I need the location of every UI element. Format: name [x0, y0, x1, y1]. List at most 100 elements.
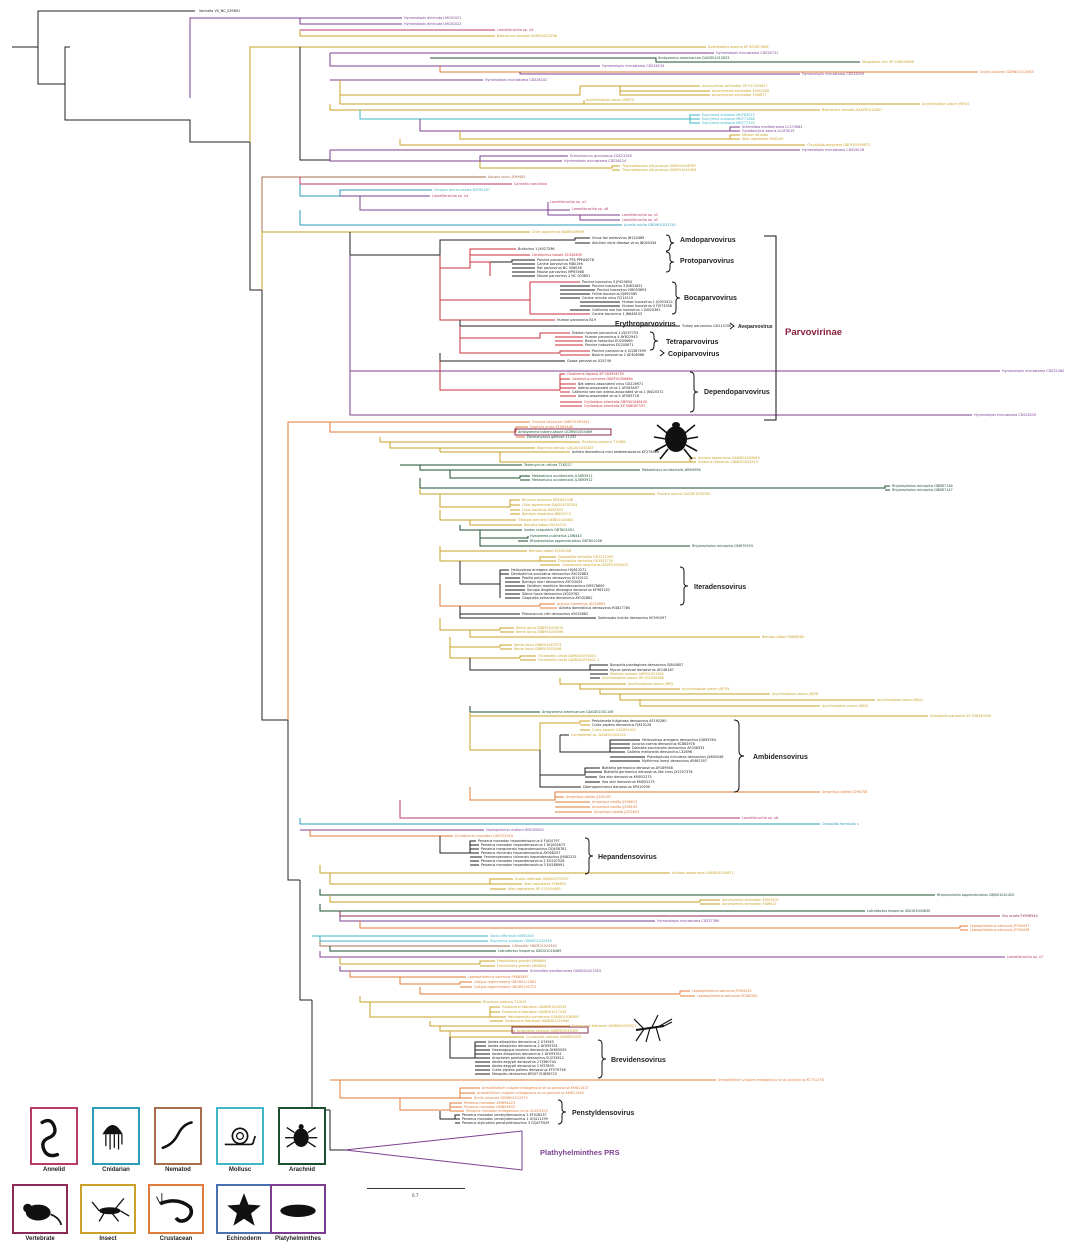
- tip-label: Lixus halsticus KA82053: [522, 508, 563, 512]
- brevi-bracket: [597, 1039, 607, 1079]
- tip-label: Metaseiulus occidentalis J8994956: [642, 468, 701, 472]
- label-iteradensovirus: Iteradensovirus: [694, 584, 746, 591]
- tip-label: Aedes albopictus densovirus 1 AY095351: [492, 1052, 562, 1056]
- tip-label: Anopheles gambiae densovirus EU233812: [492, 1056, 564, 1060]
- tip-label: Dikerogammarus densovirus KP410290: [583, 785, 650, 789]
- pensty-branch: [339, 1080, 480, 1099]
- tip-label: Baphelia annular GACX01033387: [537, 446, 594, 450]
- top-branch: [329, 104, 820, 111]
- denso-branch: [459, 606, 596, 619]
- top-branch: [619, 86, 710, 96]
- itera-branch: [439, 551, 560, 566]
- tip-label: Hymenolepis microstoma CDS31080: [1002, 369, 1064, 373]
- denso-branch: [439, 546, 527, 552]
- clade-brackets: [557, 234, 777, 1125]
- tip-label: Porcine parvovirus 4 GQ387499: [592, 349, 646, 353]
- legend-box-crustacean: [148, 1184, 204, 1234]
- tip-label: Hymenolepis microstoma CDS26134: [602, 64, 664, 68]
- ave-bracket: [729, 322, 735, 330]
- tip-label: Kerria lacca GBBY01003015: [516, 626, 563, 630]
- tip-label: Adeno-associated virus 5 AF085716: [578, 394, 639, 398]
- legend-box-echinoderm: [216, 1184, 272, 1234]
- top-branch: [359, 110, 700, 124]
- tip-label: Porcine bocavirus 3 JN831651: [592, 284, 643, 288]
- highlight-box-brevi: [511, 1026, 589, 1034]
- copi-bracket: [659, 349, 665, 357]
- dependo-branch: [439, 353, 565, 362]
- brevi-branch: [359, 996, 481, 1003]
- outgroup-label: Varicella VS_NC_039891: [199, 9, 240, 13]
- tip-label: Sus scrofa FX996544: [1002, 914, 1038, 918]
- annelid-branch: [340, 195, 620, 216]
- tip-label: Scolia clathrata GAYB01079307: [515, 877, 569, 881]
- denso-branch: [439, 618, 760, 638]
- tip-label: Bufavirus 1 JX027296: [518, 247, 555, 251]
- tip-label: Ambyomma americanum GAGD01012833: [658, 56, 729, 60]
- tip-label: Lepeophtheirus salmonis FK883467: [468, 975, 529, 979]
- tip-label: Echinococcus granulosus CDS23158: [570, 154, 632, 158]
- denso-branch: [459, 525, 690, 547]
- tip-label: Drosophila sechellia GK3321729: [558, 559, 613, 563]
- pensty-branch: [399, 1098, 464, 1112]
- label-hepandensovirus: Hepandensovirus: [598, 854, 657, 861]
- legend-box-arachnid: [278, 1107, 326, 1165]
- hepan-branch: [339, 916, 655, 922]
- tip-label: Aedes albopictus densovirus 2 X74945: [488, 1040, 554, 1044]
- tip-label: Atta cephalotes XP 012054489: [508, 887, 561, 891]
- tip-label: Penaeus monodon hepandensovirus 4 FJ4107…: [478, 839, 560, 843]
- tip-label: Thaumetopoea pityocampa GBXF01048787: [621, 164, 696, 168]
- denso-branch: [439, 510, 522, 526]
- tip-label: Bombyx mori densovirus AY033435: [522, 580, 582, 584]
- tip-label: Drosophila paranella XP 038440940: [930, 714, 991, 718]
- tip-label: Liflmadler HBCR01024440: [512, 944, 557, 948]
- legend-label-arachnid: Arachnid: [288, 1167, 315, 1173]
- denso-branch: [469, 658, 608, 679]
- tip-label: Armadillidium vulgare endogenous virus p…: [482, 1086, 589, 1090]
- tip-label: Mouse parvovirus 2 NC 003891: [537, 274, 590, 278]
- brevi-branch: [329, 946, 496, 952]
- label-brevidensovirus: Brevidensovirus: [611, 1057, 666, 1064]
- legend-box-platyhelminthes: [270, 1184, 326, 1234]
- rat-icon: [23, 1203, 63, 1226]
- tip-label: Penaeus monodon penstyldensovirus 2 EF02…: [462, 1113, 547, 1117]
- annelid-branch: [299, 177, 512, 185]
- tip-label: Acyrthosiphon pisum J9JM75: [586, 98, 634, 102]
- label-amdoparvovirus: Amdoparvovirus: [680, 237, 736, 244]
- top-branch: [459, 131, 740, 140]
- tip-label: Penaeus monodon hepandensovirus 3 EU5889…: [481, 863, 564, 867]
- tip-label: Ozobrutus dayana XP 004934705: [567, 372, 624, 376]
- tip-label: Hymenolepis microstoma CDS26229: [974, 413, 1036, 417]
- legend-label-mollusc: Mollusc: [228, 1167, 252, 1173]
- tip-label: Scylla olivacea GDRN01012074: [474, 1096, 528, 1100]
- tip-label: Hyalomma pulchellus L3IN443: [530, 534, 582, 538]
- tip-label: Helicoverpa armigera densovirus HQ613271: [511, 568, 586, 572]
- hepan-branch: [319, 889, 935, 896]
- tip-label: Rhipicephalus microplus GBBR7146: [892, 484, 953, 488]
- tip-label: Sea star densovirus KM052275: [599, 775, 652, 779]
- tip-label: California sea lion adeno-associated vir…: [572, 390, 663, 394]
- erythro-branch: [439, 300, 555, 321]
- legend-label-echinoderm: Echinoderm: [226, 1236, 262, 1242]
- tip-label: Human bocavirus 4 FJ973558: [622, 304, 672, 308]
- brevi-branch: [369, 1002, 506, 1022]
- tip-label: Orchesella cincta GAMD01075641 2: [538, 658, 599, 662]
- tip-label: Acromyrmex echinatior F4W877: [712, 93, 767, 97]
- tip-label: Trilaspis skinnerii GEBI01043462: [517, 518, 573, 522]
- top-branch: [339, 80, 700, 96]
- denso-branch: [287, 421, 530, 720]
- amdo-branch: [439, 237, 590, 255]
- tip-label: Octopus bimaculoides KOF81097: [434, 188, 490, 192]
- legend-label-nematod: Nematod: [165, 1167, 191, 1173]
- tip-label: Frankliniella grandis J9B6824: [497, 964, 546, 968]
- tip-label: Ozobrutus coccinea GBEF01058884: [572, 377, 633, 381]
- label-dependoparvovirus: Dependoparvovirus: [704, 389, 770, 396]
- tip-label: Feline bocavirus JQ692585: [592, 292, 637, 296]
- tip-label: Neohaemidia sumatrana GAMD01038565: [508, 1015, 579, 1019]
- tip-label: Cnapalida formicola s: [822, 822, 859, 826]
- tip-label: Rhipicephalus microplus GBBR7147: [892, 488, 953, 492]
- denso-branch: [469, 706, 540, 713]
- tip-label: Solenopsis invicta densovirus KC991097: [598, 616, 666, 620]
- tip-label: Cardiovirus isolate SC348839: [532, 253, 582, 257]
- tip-label: Culex pipiens GACB01011: [592, 728, 636, 732]
- hepan-branch: [319, 904, 865, 912]
